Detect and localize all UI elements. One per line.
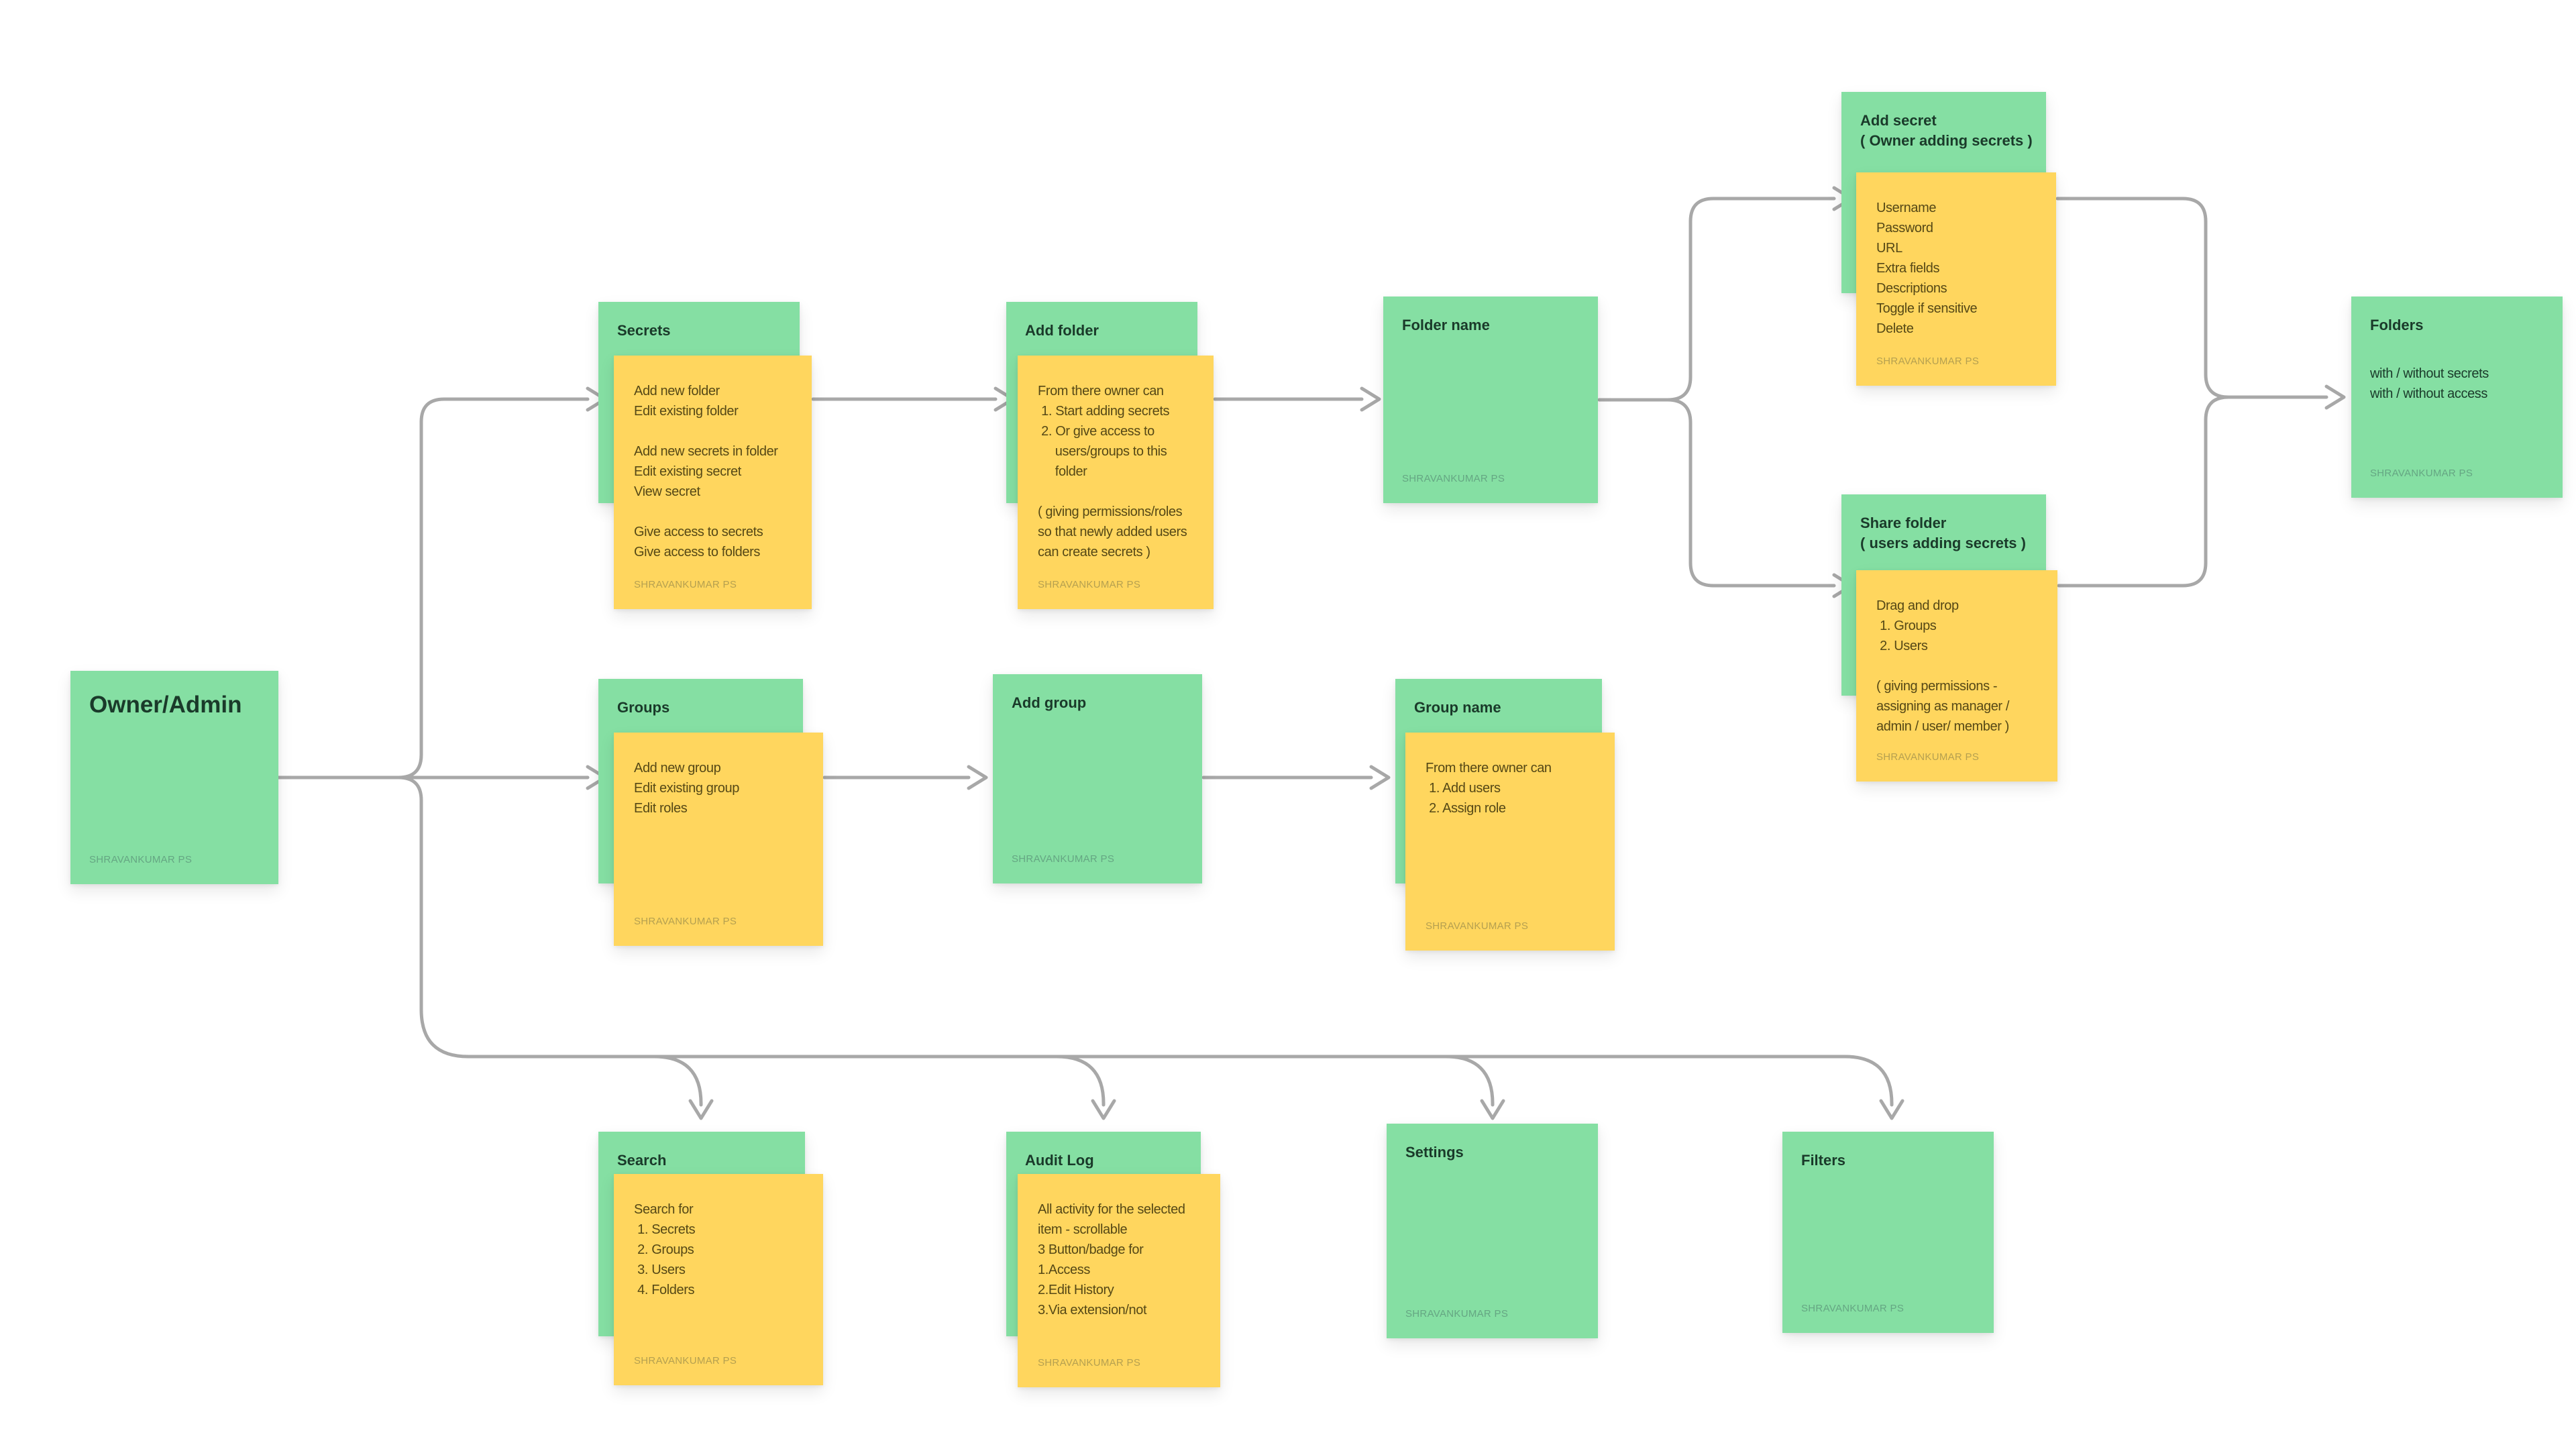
note-body: All activity for the selected item - scr… [1038,1202,1185,1318]
connector-folder-name-share-folder[interactable] [1597,398,1836,588]
note-title: Search [617,1152,667,1169]
note-author: SHRAVANKUMAR PS [634,579,737,590]
note-title: Share folder ( users adding secrets ) [1860,515,2026,551]
sticky-note-audit-log-note[interactable]: All activity for the selected item - scr… [1018,1174,1220,1387]
arrowhead-icon [1369,765,1391,790]
note-author: SHRAVANKUMAR PS [1426,920,1529,932]
note-title: Group name [1414,699,1501,716]
note-author: SHRAVANKUMAR PS [1876,751,1980,763]
note-author: SHRAVANKUMAR PS [1012,853,1115,865]
note-author: SHRAVANKUMAR PS [2370,468,2473,479]
sticky-note-add-secret-fields[interactable]: Username Password URL Extra fields Descr… [1856,172,2056,386]
connector-owner-settings[interactable] [1444,1055,1495,1107]
note-author: SHRAVANKUMAR PS [1038,1357,1141,1368]
connector-owner-filters[interactable] [276,775,1894,1107]
note-author: SHRAVANKUMAR PS [1402,473,1505,484]
note-author: SHRAVANKUMAR PS [1801,1303,1904,1314]
arrowhead-icon [1879,1099,1904,1120]
connector-owner-search[interactable] [652,1055,703,1107]
sticky-note-groups-actions[interactable]: Add new group Edit existing group Edit r… [614,733,823,946]
connector-add-secret-folders[interactable] [2055,197,2328,399]
arrowhead-icon [688,1099,714,1120]
note-body: Username Password URL Extra fields Descr… [1876,201,1978,336]
connector-owner-audit-log[interactable] [1055,1055,1106,1107]
arrowhead-icon [2324,384,2346,410]
note-title: Add secret ( Owner adding secrets ) [1860,112,2033,149]
note-author: SHRAVANKUMAR PS [1405,1308,1509,1320]
note-author: SHRAVANKUMAR PS [1876,356,1980,367]
note-body: Drag and drop 1. Groups 2. Users ( givin… [1876,598,2009,734]
note-title: Settings [1405,1144,1464,1161]
note-author: SHRAVANKUMAR PS [634,916,737,927]
note-title: Filters [1801,1152,1846,1169]
sticky-note-search-note[interactable]: Search for 1. Secrets 2. Groups 3. Users… [614,1174,823,1385]
arrowhead-icon [1480,1099,1505,1120]
note-body: Add new folder Edit existing folder Add … [634,384,778,559]
note-body: with / without secrets with / without ac… [2370,366,2489,401]
note-title: Folders [2370,317,2424,333]
connector-folder-name-add-secret[interactable] [1597,197,1836,402]
note-title: Secrets [617,322,671,339]
sticky-note-share-folder-note[interactable]: Drag and drop 1. Groups 2. Users ( givin… [1856,570,2057,782]
note-body: From there owner can 1. Add users 2. Ass… [1426,761,1552,816]
sticky-note-group-name-note[interactable]: From there owner can 1. Add users 2. Ass… [1405,733,1615,951]
sticky-note-add-folder-note[interactable]: From there owner can 1. Start adding sec… [1018,356,1214,609]
note-title: Owner/Admin [89,692,242,718]
note-body: From there owner can 1. Start adding sec… [1038,384,1187,559]
arrowhead-icon [967,765,988,790]
sticky-note-secrets-actions[interactable]: Add new folder Edit existing folder Add … [614,356,812,609]
arrowhead-icon [1360,386,1381,412]
note-author: SHRAVANKUMAR PS [1038,579,1141,590]
sticky-note-folders[interactable]: Folders with / without secrets with / wit… [2351,297,2563,498]
note-title: Groups [617,699,670,716]
connector-owner-secrets[interactable] [276,397,590,780]
note-author: SHRAVANKUMAR PS [89,854,193,865]
note-body: Add new group Edit existing group Edit r… [634,761,739,816]
arrowhead-icon [1091,1099,1116,1120]
note-body: Search for 1. Secrets 2. Groups 3. Users… [634,1202,696,1297]
note-title: Folder name [1402,317,1490,333]
note-title: Add group [1012,694,1087,711]
note-title: Add folder [1025,322,1099,339]
connector-share-folder-folders[interactable] [2057,395,2251,588]
note-title: Audit Log [1025,1152,1094,1169]
note-author: SHRAVANKUMAR PS [634,1355,737,1366]
